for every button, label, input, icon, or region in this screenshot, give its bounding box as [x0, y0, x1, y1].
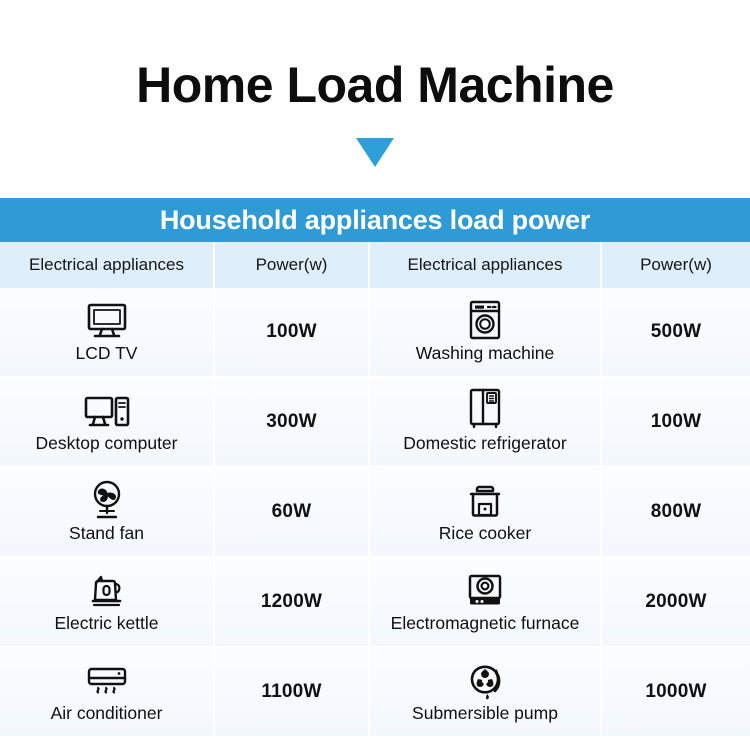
appliance-cell: Desktop computer: [0, 378, 215, 468]
power-cell: 100W: [602, 378, 750, 468]
appliance-cell: Domestic refrigerator: [370, 378, 602, 468]
power-value: 2000W: [645, 591, 707, 612]
power-cell: 1000W: [602, 648, 750, 738]
triangle-down-icon: [356, 138, 394, 167]
appliance-cell: Air conditioner: [0, 648, 215, 738]
appliance-name: Desktop computer: [35, 433, 178, 454]
power-cell: 1100W: [215, 648, 370, 738]
power-cell: 500W: [602, 288, 750, 378]
desktop-computer-icon: [83, 390, 131, 430]
induction-cooker-icon: [466, 570, 504, 610]
power-cell: 800W: [602, 468, 750, 558]
power-cell: 300W: [215, 378, 370, 468]
column-header-power-left: Power(w): [215, 242, 370, 288]
appliance-name: Air conditioner: [50, 703, 163, 724]
power-cell: 1200W: [215, 558, 370, 648]
appliance-name: Submersible pump: [412, 703, 558, 724]
appliance-name: Electric kettle: [54, 613, 159, 634]
page-title: Home Load Machine: [136, 57, 614, 113]
water-pump-icon: [466, 660, 504, 700]
air-conditioner-icon: [85, 660, 129, 700]
appliance-name: Domestic refrigerator: [403, 433, 567, 454]
power-value: 100W: [650, 411, 702, 432]
appliance-name: Electromagnetic furnace: [390, 613, 580, 634]
power-value: 1100W: [261, 681, 322, 702]
appliance-name: Stand fan: [69, 523, 144, 544]
table-column-headers: Electrical appliances Power(w) Electrica…: [0, 242, 750, 288]
appliance-name: LCD TV: [75, 343, 138, 364]
electric-kettle-icon: [87, 570, 127, 610]
column-header-appliances-right: Electrical appliances: [370, 242, 602, 288]
appliance-cell: Electric kettle: [0, 558, 215, 648]
column-header-power-right: Power(w): [602, 242, 750, 288]
appliance-cell: Washing machine: [370, 288, 602, 378]
refrigerator-icon: [468, 389, 502, 430]
table-row: Desktop computer 300W Domestic refrigera…: [0, 378, 750, 468]
appliance-cell: LCD TV: [0, 288, 215, 378]
stand-fan-icon: [89, 480, 125, 520]
table-banner: Household appliances load power: [0, 198, 750, 242]
power-value: 500W: [650, 321, 702, 342]
table-row: LCD TV 100W Washing machine: [0, 288, 750, 378]
appliance-cell: Submersible pump: [370, 648, 602, 738]
table-row: Stand fan 60W Rice cooker 800: [0, 468, 750, 558]
table-row: Electric kettle 1200W Electromagnetic: [0, 558, 750, 648]
appliance-name: Rice cooker: [438, 523, 532, 544]
column-header-appliances-left: Electrical appliances: [0, 242, 215, 288]
appliance-cell: Rice cooker: [370, 468, 602, 558]
rice-cooker-icon: [466, 480, 504, 520]
appliance-cell: Stand fan: [0, 468, 215, 558]
power-value: 800W: [650, 501, 702, 522]
table-row: Air conditioner 1100W Sub: [0, 648, 750, 738]
power-cell: 100W: [215, 288, 370, 378]
power-cell: 60W: [215, 468, 370, 558]
appliance-load-table: Household appliances load power Electric…: [0, 198, 750, 738]
power-value: 100W: [266, 321, 317, 342]
lcd-tv-icon: [85, 300, 129, 340]
appliance-name: Washing machine: [415, 343, 555, 364]
table-banner-label: Household appliances load power: [159, 204, 591, 235]
triangle-down-icon-wrap: [0, 138, 750, 168]
power-cell: 2000W: [602, 558, 750, 648]
power-value: 1200W: [260, 591, 323, 612]
power-value: 60W: [271, 501, 312, 522]
power-value: 300W: [266, 411, 317, 432]
power-value: 1000W: [645, 681, 707, 702]
appliance-cell: Electromagnetic furnace: [370, 558, 602, 648]
washing-machine-icon: [468, 300, 502, 340]
